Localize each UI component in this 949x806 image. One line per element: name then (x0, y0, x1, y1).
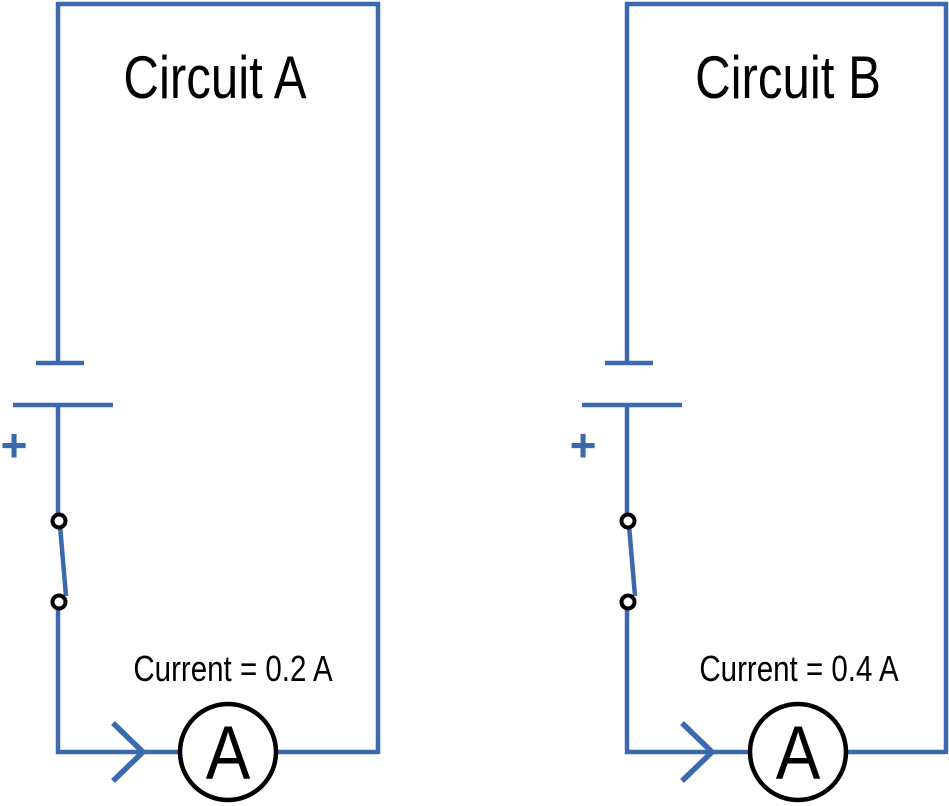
circuit-b-group: + A Circuit B Current = 0.4 A (570, 1, 949, 803)
circuit-b-ammeter-label: A (776, 711, 821, 796)
circuit-a-ammeter-circle (177, 701, 279, 803)
circuit-b-title: Circuit B (695, 43, 881, 111)
circuit-a-ammeter-label: A (206, 711, 251, 796)
circuit-b-switch-top-contact-dot (619, 512, 637, 530)
circuit-b-current-direction-arrow (680, 721, 716, 783)
circuit-a-current-label: Current = 0.2 A (133, 648, 332, 688)
circuit-b-current-label: Current = 0.4 A (699, 648, 898, 688)
circuit-b-battery-plus-label: + (570, 419, 597, 471)
circuit-a-switch-bottom-contact-dot (50, 593, 68, 611)
circuit-b-ammeter-circle (747, 701, 849, 803)
circuit-a-current-direction-arrow (111, 721, 147, 783)
circuit-b-loop-wire (624, 1, 949, 754)
circuit-a-loop-wire (55, 1, 381, 754)
circuit-a-switch-top-contact-dot (50, 512, 68, 530)
circuit-a-title: Circuit A (123, 43, 307, 111)
circuit-a-group: + A Circuit A Current = 0.2 A (1, 1, 381, 803)
circuit-b-switch-bottom-contact-dot (619, 593, 637, 611)
circuit-a-battery-plus-label: + (1, 419, 28, 471)
